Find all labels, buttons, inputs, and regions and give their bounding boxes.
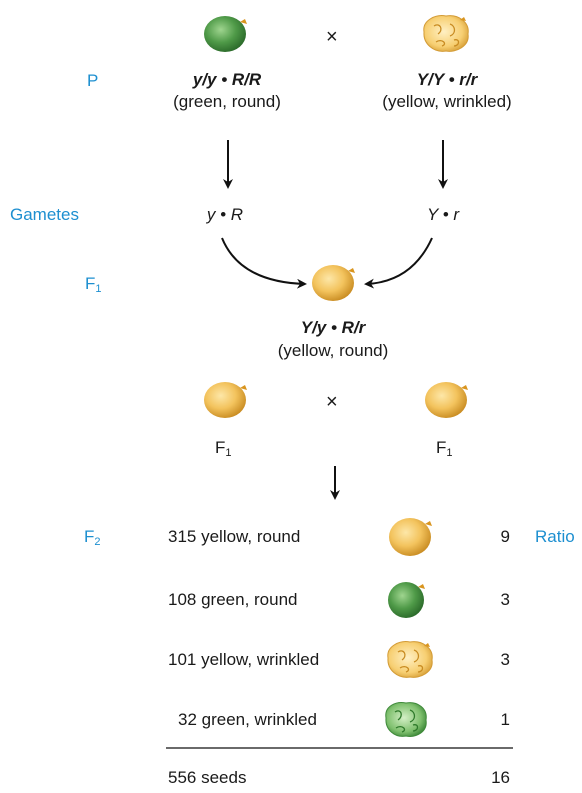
f2-row-text: 32 green, wrinkled	[178, 710, 317, 729]
f1-cross-symbol: ×	[326, 391, 338, 413]
parent-cross-symbol: ×	[326, 26, 338, 48]
f1-seed-icon	[312, 265, 355, 301]
gametes-label: Gametes	[10, 205, 79, 224]
gamete-right-arrow	[364, 237, 433, 289]
parent-right-genotype: Y/Y • r/r	[416, 70, 478, 89]
f2-row-ratio: 3	[500, 590, 510, 609]
f1-generation-label: F1	[85, 274, 102, 295]
f1-cross-left-label: F1	[215, 438, 232, 459]
f2-row-ratio: 3	[500, 650, 510, 669]
f2-green-wrinkled-seed-icon	[385, 702, 427, 737]
parent-left-seed-icon	[204, 16, 247, 52]
parent-right-phenotype: (yellow, wrinkled)	[382, 92, 512, 111]
f2-generation-label: F2	[84, 527, 101, 548]
f2-row-ratio: 9	[500, 527, 510, 546]
f1-cross-right-label: F1	[436, 438, 453, 459]
p-generation-label: P	[87, 71, 99, 90]
f1-phenotype: (yellow, round)	[277, 341, 389, 360]
f2-row-text: 101 yellow, wrinkled	[168, 650, 320, 669]
f2-yellow-wrinkled-seed-icon	[387, 641, 433, 678]
ratio-label: Ratio	[535, 527, 575, 546]
gamete-right: Y • r	[426, 205, 460, 224]
parent-left-genotype: y/y • R/R	[192, 70, 262, 89]
f2-row-text: 108 green, round	[168, 590, 298, 609]
parent-left-phenotype: (green, round)	[173, 92, 281, 111]
f1-cross-right-seed-icon	[425, 382, 468, 418]
total-seeds-text: 556 seeds	[168, 768, 247, 787]
f2-row-ratio: 1	[500, 710, 510, 729]
f2-yellow-round-seed-icon	[389, 518, 432, 556]
total-ratio: 16	[491, 768, 510, 787]
parent-right-seed-icon	[423, 15, 469, 52]
f2-row-text: 315 yellow, round	[168, 527, 301, 546]
gamete-left: y • R	[206, 205, 244, 224]
f1-cross-left-seed-icon	[204, 382, 247, 418]
f1-genotype: Y/y • R/r	[300, 318, 366, 337]
gamete-left-arrow	[221, 237, 307, 289]
f2-green-round-seed-icon	[388, 582, 425, 618]
